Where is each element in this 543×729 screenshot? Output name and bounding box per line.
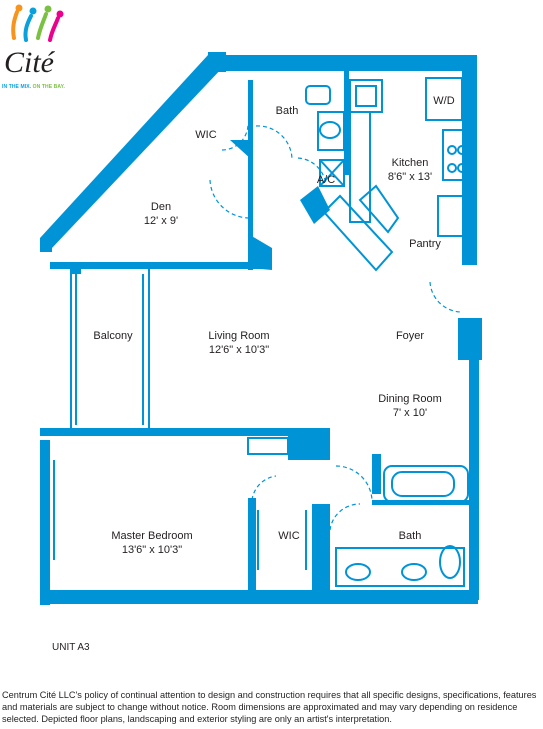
room-dims: 13'6" x 10'3" bbox=[121, 544, 183, 556]
room-foyer: Foyer bbox=[396, 329, 424, 343]
logo-tagline: IN THE MIX. ON THE BAY. bbox=[2, 84, 92, 90]
room-name: Living Room bbox=[208, 330, 270, 342]
room-wic-top: WIC bbox=[195, 128, 216, 142]
room-living: Living Room 12'6" x 10'3" bbox=[208, 329, 269, 357]
room-name: WIC bbox=[195, 129, 217, 141]
logo-figures-icon bbox=[11, 4, 64, 42]
room-dims: 12' x 9' bbox=[143, 215, 179, 227]
room-name: Den bbox=[150, 201, 172, 213]
room-bath-top: Bath bbox=[276, 104, 299, 118]
logo-wordmark: Cité bbox=[4, 46, 56, 79]
room-den: Den 12' x 9' bbox=[144, 200, 178, 228]
room-wic-bottom: WIC bbox=[278, 529, 299, 543]
cite-logo: Cité IN THE MIX. ON THE BAY. bbox=[0, 0, 80, 100]
room-dims: 12'6" x 10'3" bbox=[208, 344, 270, 356]
room-kitchen: Kitchen 8'6" x 13' bbox=[388, 156, 432, 184]
disclaimer-text: Centrum Cité LLC's policy of continual a… bbox=[2, 690, 537, 724]
room-name: Pantry bbox=[409, 238, 441, 250]
room-name: Bath bbox=[398, 530, 422, 542]
tagline-part1: IN THE MIX. bbox=[2, 84, 32, 90]
room-name: A/C bbox=[316, 174, 336, 186]
room-wd: W/D bbox=[433, 94, 454, 108]
room-pantry: Pantry bbox=[409, 237, 441, 251]
room-bath-bottom: Bath bbox=[399, 529, 422, 543]
room-ac: A/C bbox=[317, 173, 335, 187]
room-dims: 8'6" x 13' bbox=[387, 171, 433, 183]
fixtures bbox=[47, 77, 470, 587]
walls bbox=[40, 52, 482, 605]
room-balcony: Balcony bbox=[93, 329, 132, 343]
svg-text:Cité: Cité bbox=[4, 46, 56, 79]
room-name: Dining Room bbox=[378, 393, 442, 405]
room-name: WIC bbox=[278, 530, 300, 542]
room-name: Kitchen bbox=[391, 157, 429, 169]
room-dining: Dining Room 7' x 10' bbox=[378, 392, 442, 420]
unit-label: UNIT A3 bbox=[52, 642, 90, 653]
room-name: Bath bbox=[275, 105, 299, 117]
room-name: Master Bedroom bbox=[111, 530, 193, 542]
room-dims: 7' x 10' bbox=[392, 407, 428, 419]
room-name: Balcony bbox=[93, 330, 133, 342]
room-master-bedroom: Master Bedroom 13'6" x 10'3" bbox=[111, 529, 192, 557]
door-swings bbox=[209, 123, 463, 531]
room-name: Foyer bbox=[395, 330, 425, 342]
tagline-part2: ON THE BAY. bbox=[32, 84, 65, 90]
room-name: W/D bbox=[433, 95, 455, 107]
